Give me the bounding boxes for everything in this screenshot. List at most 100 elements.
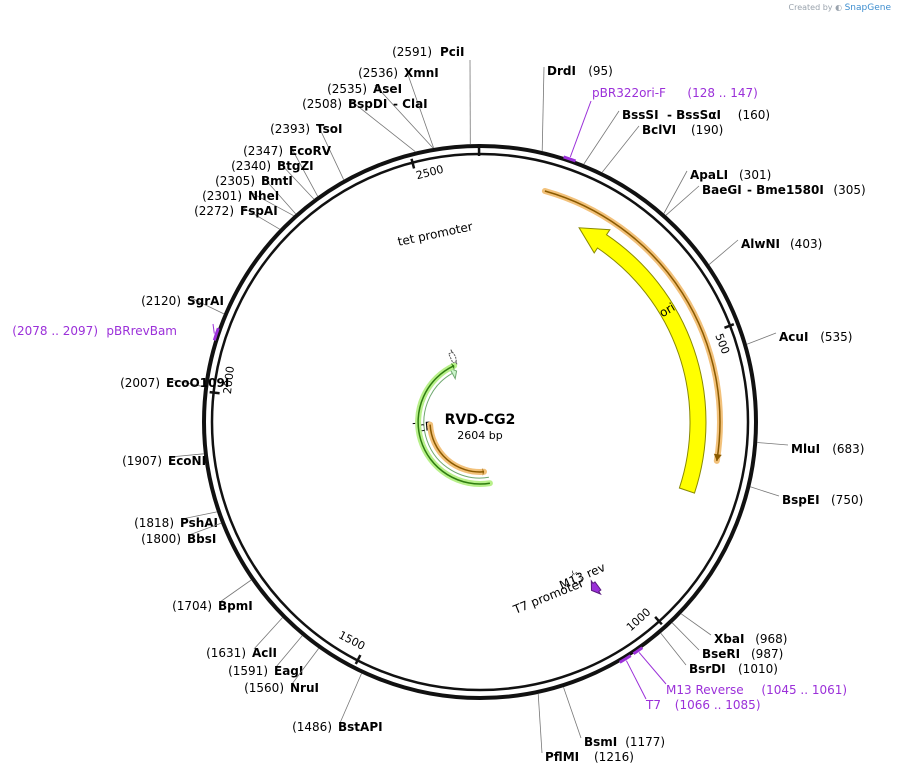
- site-leader-pshai: [181, 511, 217, 520]
- feature-m13-rev: [590, 579, 602, 596]
- site-pos: (2347): [243, 144, 283, 158]
- site-name: XmnI: [404, 66, 439, 80]
- site-bsssi[interactable]: BssSI- BssSαI(160): [622, 108, 770, 122]
- site-acui[interactable]: AcuI(535): [779, 330, 852, 344]
- site-xmni[interactable]: XmnI(2536): [358, 66, 439, 80]
- site-pos: (1631): [206, 646, 246, 660]
- tick-label-2500: 2500: [415, 163, 445, 183]
- site-leader-bspei: [750, 486, 780, 497]
- site-asei[interactable]: AseI(2535): [327, 82, 402, 96]
- site-bsrdi[interactable]: BsrDI(1010): [689, 662, 778, 676]
- site-leader-bsssi: [583, 110, 620, 165]
- site-pos: (1907): [122, 454, 162, 468]
- site-name: BspEI: [782, 493, 820, 507]
- tick-mark-2500: [410, 158, 416, 169]
- site-baegi[interactable]: BaeGI- Bme1580I(305): [702, 183, 866, 197]
- site-leader-tsoi: [317, 124, 345, 180]
- site-bseri[interactable]: BseRI (987): [702, 647, 783, 661]
- primer-range: (128 .. 147): [687, 86, 757, 100]
- orf-arrowhead-2: [450, 362, 455, 370]
- site-eagi[interactable]: EagI(1591): [228, 664, 303, 678]
- backbone: [202, 143, 758, 700]
- site-name: BbsI: [187, 532, 216, 546]
- orf-arrowhead-1: [713, 453, 722, 461]
- site-drdi[interactable]: DrdI(95): [547, 64, 613, 78]
- tick-label-500: 500: [712, 332, 732, 356]
- site-leader-baegi: [665, 185, 700, 216]
- site-alwni[interactable]: AlwNI(403): [741, 237, 822, 251]
- site-btgzi[interactable]: BtgZI(2340): [231, 159, 314, 173]
- primer-name: M13 Reverse: [666, 683, 744, 697]
- site-name: BseRI: [702, 647, 740, 661]
- site-bclvi[interactable]: BclVI(190): [642, 123, 723, 137]
- primer-leader: [638, 652, 667, 685]
- tick-mark-1000: [654, 616, 663, 626]
- snapgene-logo-icon: ◐: [835, 3, 843, 12]
- site-leader-bpmi: [219, 579, 252, 603]
- site-leader-asei: [374, 84, 434, 149]
- site-bspdi[interactable]: BspDI(2508)- ClaI: [302, 97, 428, 111]
- tick-mark-1500: [354, 654, 362, 665]
- site-apali[interactable]: ApaLI(301): [690, 168, 771, 182]
- site-name: BtgZI: [277, 159, 314, 173]
- site-leader-mlui: [757, 442, 789, 446]
- orfs-layer: [415, 188, 723, 487]
- site-bpmi[interactable]: BpmI (1704): [172, 599, 253, 613]
- primer-leader: [569, 100, 592, 158]
- site-pos: (968): [755, 632, 787, 646]
- site-bmti[interactable]: BmtI(2305): [215, 174, 293, 188]
- site-bbsi[interactable]: BbsI(1800): [141, 532, 216, 546]
- site-pflmi[interactable]: PflMI(1216): [545, 750, 634, 764]
- site-sgrai[interactable]: SgrAI(2120): [141, 294, 224, 308]
- site-pcii[interactable]: (2591)PciI: [392, 45, 464, 59]
- primer-pbr322ori-f[interactable]: pBR322ori-F(128 .. 147): [592, 86, 758, 100]
- sites-layer: (2591)PciI XmnI(2536) AseI(2535)BspDI(2508…: [120, 45, 866, 764]
- site-tsoi[interactable]: TsoI(2393): [270, 122, 342, 136]
- feature-tet-promoter: [448, 349, 458, 365]
- site-leader-xmni: [405, 68, 434, 149]
- site-leader-eagi: [275, 635, 303, 668]
- orf-line-3: [429, 424, 485, 473]
- site-pshai[interactable]: PshAI(1818): [134, 516, 218, 530]
- site-name: TsoI: [316, 122, 342, 136]
- site-name: AclI: [252, 646, 277, 660]
- site-pos: (190): [691, 123, 723, 137]
- tick-mark-2000: [209, 390, 220, 395]
- site-ecoo109i[interactable]: EcoO109I(2007): [120, 376, 229, 390]
- primer-t7[interactable]: T7(1066 .. 1085): [645, 698, 761, 712]
- site-leader-acui: [746, 332, 777, 345]
- site-econi[interactable]: EcoNI(1907): [122, 454, 206, 468]
- site-pos: (987): [751, 647, 783, 661]
- site-name: SgrAI: [187, 294, 224, 308]
- site-pos: (2535): [327, 82, 367, 96]
- site-name: AlwNI: [741, 237, 780, 251]
- site-name: BspDI: [348, 97, 387, 111]
- site-bsmi[interactable]: BsmI(1177): [584, 735, 665, 749]
- site-name: BpmI: [218, 599, 253, 613]
- feature-label-tet-promoter: tet promoter: [396, 219, 474, 249]
- site-bspei[interactable]: BspEI(750): [782, 493, 863, 507]
- site-nrui[interactable]: NruI(1560): [244, 681, 319, 695]
- site-pos: (1704): [172, 599, 212, 613]
- site-alt-name: - BssSαI: [667, 108, 721, 122]
- plasmid-name: RVD-CG2: [445, 412, 516, 428]
- site-ecorv[interactable]: EcoRV(2347): [243, 144, 332, 158]
- tick-label-2000: 2000: [221, 365, 237, 394]
- primer-pbrrevbam[interactable]: (2078 .. 2097)pBRrevBam: [12, 324, 177, 338]
- site-leader-apali: [663, 170, 688, 214]
- site-acli[interactable]: AclI (1631): [206, 646, 277, 660]
- site-name: PshAI: [180, 516, 218, 530]
- site-name: AcuI: [779, 330, 808, 344]
- site-bstapi[interactable]: BstAPI(1486): [292, 720, 382, 734]
- site-name: BsrDI: [689, 662, 726, 676]
- primer-m13-reverse[interactable]: M13 Reverse(1045 .. 1061): [666, 683, 847, 697]
- site-leader-ecoo109i: [167, 378, 205, 388]
- site-nhei[interactable]: NheI(2301): [202, 189, 279, 203]
- site-leader-sgrai: [188, 296, 225, 315]
- site-fspai[interactable]: FspAI(2272): [194, 204, 278, 218]
- site-xbai[interactable]: XbaI(968): [714, 632, 787, 646]
- site-leader-bclvi: [601, 125, 640, 173]
- site-mlui[interactable]: MluI(683): [791, 442, 864, 456]
